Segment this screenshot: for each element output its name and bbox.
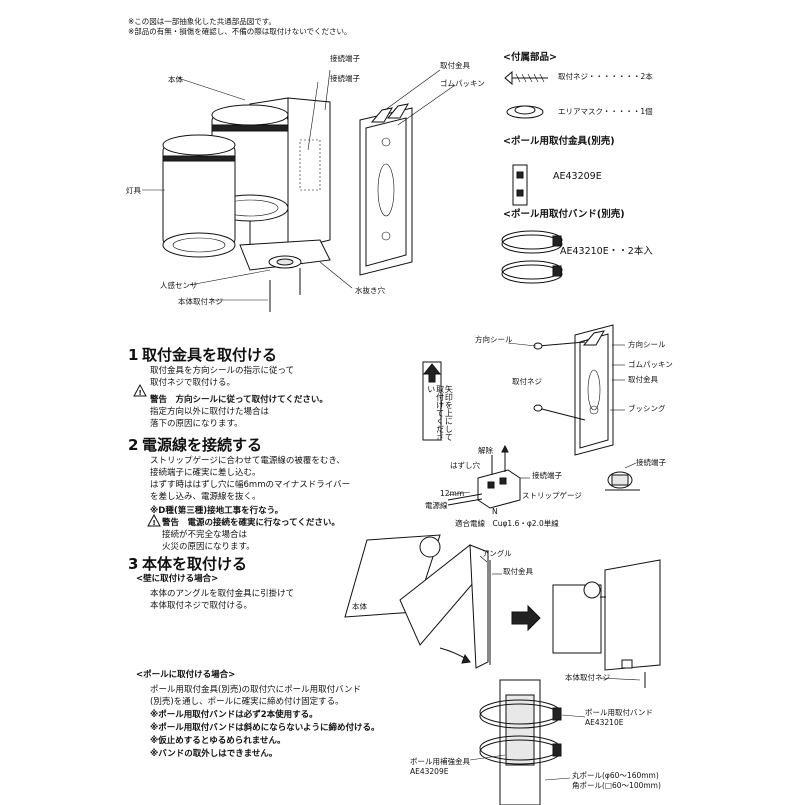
warning-icon: ! bbox=[147, 513, 161, 527]
accessory-screw: 取付ネジ・・・・・・・2本 bbox=[558, 72, 653, 81]
step2-illustration bbox=[447, 444, 640, 509]
step2-text-2: 接続端子に確実に差し込む。 bbox=[150, 468, 261, 478]
step1-text-2: 取付ネジで取付ける。 bbox=[150, 378, 236, 388]
wall-text-2: 本体取付ネジで取付ける。 bbox=[150, 601, 253, 611]
label-step2-terminal-2: 接続端子 bbox=[636, 458, 666, 467]
label-step2-terminal: 接続端子 bbox=[532, 471, 562, 480]
label-drain-hole: 水抜き穴 bbox=[355, 286, 385, 295]
pole-text-1: ポール用取付金具(別売)の取付穴にポール用取付バンド bbox=[150, 685, 362, 695]
label-reinforce: ポール用補強金具 bbox=[410, 757, 470, 766]
label-direction-seal: 方向シール bbox=[475, 335, 513, 344]
label-motion-sensor: 人感センサ bbox=[160, 281, 198, 290]
step2-title: 電源線を接続する bbox=[142, 436, 263, 454]
step2-text-4: を差し込み、電源線を抜く。 bbox=[150, 492, 261, 502]
step1-text-1: 取付金具を方向シールの指示に従って bbox=[150, 366, 295, 376]
pole-text-2: (別売)を通し、ポールに確実に締め付け固定する。 bbox=[150, 697, 344, 707]
label-gasket: ゴムパッキン bbox=[440, 79, 485, 88]
luminaire-illustration bbox=[142, 69, 456, 312]
step2-warning: 警告 電源の接続を確実に行なってください。 bbox=[162, 518, 340, 528]
label-reinforce-code: AE43209E bbox=[410, 767, 449, 776]
pole-note-1: ※ポール用取付バンドは必ず2本使用する。 bbox=[150, 710, 318, 720]
note-line-2: ※部品の有無・損傷を確認し、不備の際は取付けないでください。 bbox=[128, 27, 352, 36]
label-angle: アングル bbox=[482, 549, 512, 558]
label-wire-spec: 適合電線 Cuφ1.6・φ2.0単線 bbox=[455, 519, 559, 528]
label-round-pole: 丸ポール(φ60〜160mm) bbox=[572, 771, 659, 780]
label-terminal-2: 接続端子 bbox=[330, 74, 360, 83]
wall-mount-title: <壁に取付ける場合> bbox=[136, 574, 219, 584]
pole-mount-title: <ポールに取付ける場合> bbox=[136, 670, 236, 680]
accessory-illustrations bbox=[501, 70, 563, 284]
label-step1-seal: 方向シール bbox=[628, 340, 666, 349]
step1-title: 取付金具を取付ける bbox=[142, 346, 278, 364]
step3-wall-illustration bbox=[344, 534, 661, 688]
label-strip-gauge: ストリップゲージ bbox=[522, 491, 582, 500]
label-step3-body-screw: 本体取付ネジ bbox=[565, 673, 610, 682]
step2-warning-text-2: 火災の原因になります。 bbox=[162, 542, 255, 552]
step3-number: 3 bbox=[128, 555, 139, 573]
svg-text:!: ! bbox=[139, 389, 142, 397]
label-pole-band-code: AE43210E bbox=[585, 718, 624, 727]
svg-text:!: ! bbox=[153, 519, 156, 527]
step2-warning-text-1: 接続が不完全な場合は bbox=[162, 530, 248, 540]
label-pole-band: ポール用取付バンド bbox=[585, 708, 653, 717]
label-step1-gasket: ゴムパッキン bbox=[628, 360, 673, 369]
step3-pole-illustration bbox=[469, 679, 586, 805]
step1-number: 1 bbox=[128, 346, 139, 364]
label-bracket: 取付金具 bbox=[440, 61, 470, 70]
pole-note-2: ※ポール用取付バンドは斜めにならないように締め付ける。 bbox=[150, 723, 380, 733]
label-body: 本体 bbox=[168, 75, 183, 84]
step2-text-3: はずす時ははずし穴に幅6mmのマイナスドライバー bbox=[150, 480, 351, 490]
pole-note-4: ※バンドの取外しはできません。 bbox=[150, 749, 278, 759]
label-power-wire: 電源線 bbox=[425, 501, 448, 510]
step1-warning-text-2: 落下の原因になります。 bbox=[150, 419, 243, 429]
pole-note-3: ※仮止めするとゆるめられません。 bbox=[150, 736, 286, 746]
label-step3-bracket: 取付金具 bbox=[503, 567, 533, 576]
step2-ground-note: ※D種(第三種)接地工事を行なう。 bbox=[150, 506, 284, 516]
label-terminal-1: 接続端子 bbox=[330, 54, 360, 63]
label-release: 解除 bbox=[478, 446, 493, 455]
step2-number: 2 bbox=[128, 436, 139, 454]
pole-bracket-title: <ポール用取付金具(別売) bbox=[503, 136, 615, 147]
label-arrow-instruction: 矢印を上にして取付けてください bbox=[426, 385, 454, 441]
label-step3-body: 本体 bbox=[352, 602, 367, 611]
step3-title: 本体を取付ける bbox=[142, 555, 248, 573]
label-n: N bbox=[492, 507, 498, 516]
wall-text-1: 本体のアングルを取付金具に引掛けて bbox=[150, 589, 295, 599]
label-step1-screw: 取付ネジ bbox=[512, 377, 542, 386]
label-body-screw: 本体取付ネジ bbox=[178, 297, 223, 306]
note-line-1: ※この図は一部抽象化した共通部品図です。 bbox=[128, 17, 277, 26]
warning-icon: ! bbox=[133, 383, 147, 397]
pole-bracket-code: AE43209E bbox=[553, 171, 602, 182]
label-step1-bushing: ブッシング bbox=[628, 404, 666, 413]
label-12mm: 12mm bbox=[440, 489, 465, 498]
step1-illustration bbox=[422, 324, 625, 456]
pole-band-code: AE43210E・・2本入 bbox=[560, 246, 653, 257]
label-lamp: 灯具 bbox=[126, 186, 141, 195]
accessory-area-mask: エリアマスク・・・・・1個 bbox=[558, 107, 653, 116]
step1-warning-text-1: 指定方向以外に取付けた場合は bbox=[150, 407, 270, 417]
pole-band-title: <ポール用取付バンド(別売) bbox=[503, 209, 625, 220]
label-square-pole: 角ポール(□60〜100mm) bbox=[572, 781, 661, 790]
accessories-title: <付属部品> bbox=[503, 52, 557, 63]
step2-text-1: ストリップゲージに合わせて電源線の被覆をむき、 bbox=[150, 456, 345, 466]
label-step1-bracket: 取付金具 bbox=[628, 375, 658, 384]
label-removal-hole: はずし穴 bbox=[450, 461, 480, 470]
step1-warning: 警告 方向シールに従って取付けてください。 bbox=[150, 395, 328, 405]
